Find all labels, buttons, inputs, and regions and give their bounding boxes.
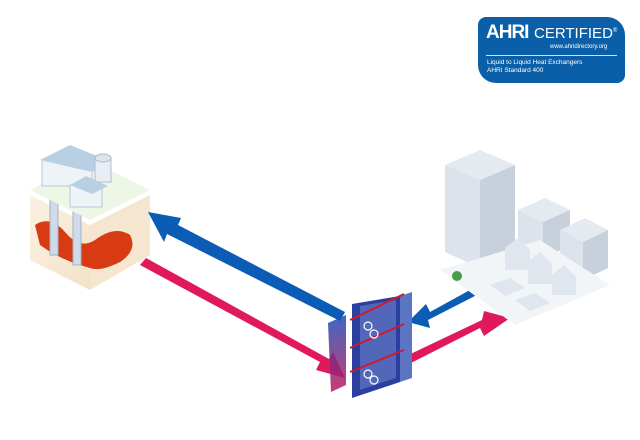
geothermal-plant-illustration xyxy=(30,145,150,290)
ahri-certified-badge: AHRI CERTIFIED® www.ahridirectory.org Li… xyxy=(478,17,625,83)
plate-heat-exchanger xyxy=(328,292,412,398)
badge-category: Liquid to Liquid Heat Exchangers xyxy=(487,59,583,66)
hot-supply-arrow xyxy=(140,258,345,378)
district-buildings-illustration xyxy=(440,150,610,325)
ahri-logo: AHRI xyxy=(486,22,529,43)
certified-label: CERTIFIED® xyxy=(534,25,618,42)
ahri-directory-link[interactable]: www.ahridirectory.org xyxy=(550,44,608,50)
cold-return-arrow xyxy=(148,212,345,321)
hot-outlet-arrow xyxy=(402,311,510,366)
badge-standard: AHRI Standard 400 xyxy=(487,67,544,74)
badge-divider xyxy=(486,55,617,56)
